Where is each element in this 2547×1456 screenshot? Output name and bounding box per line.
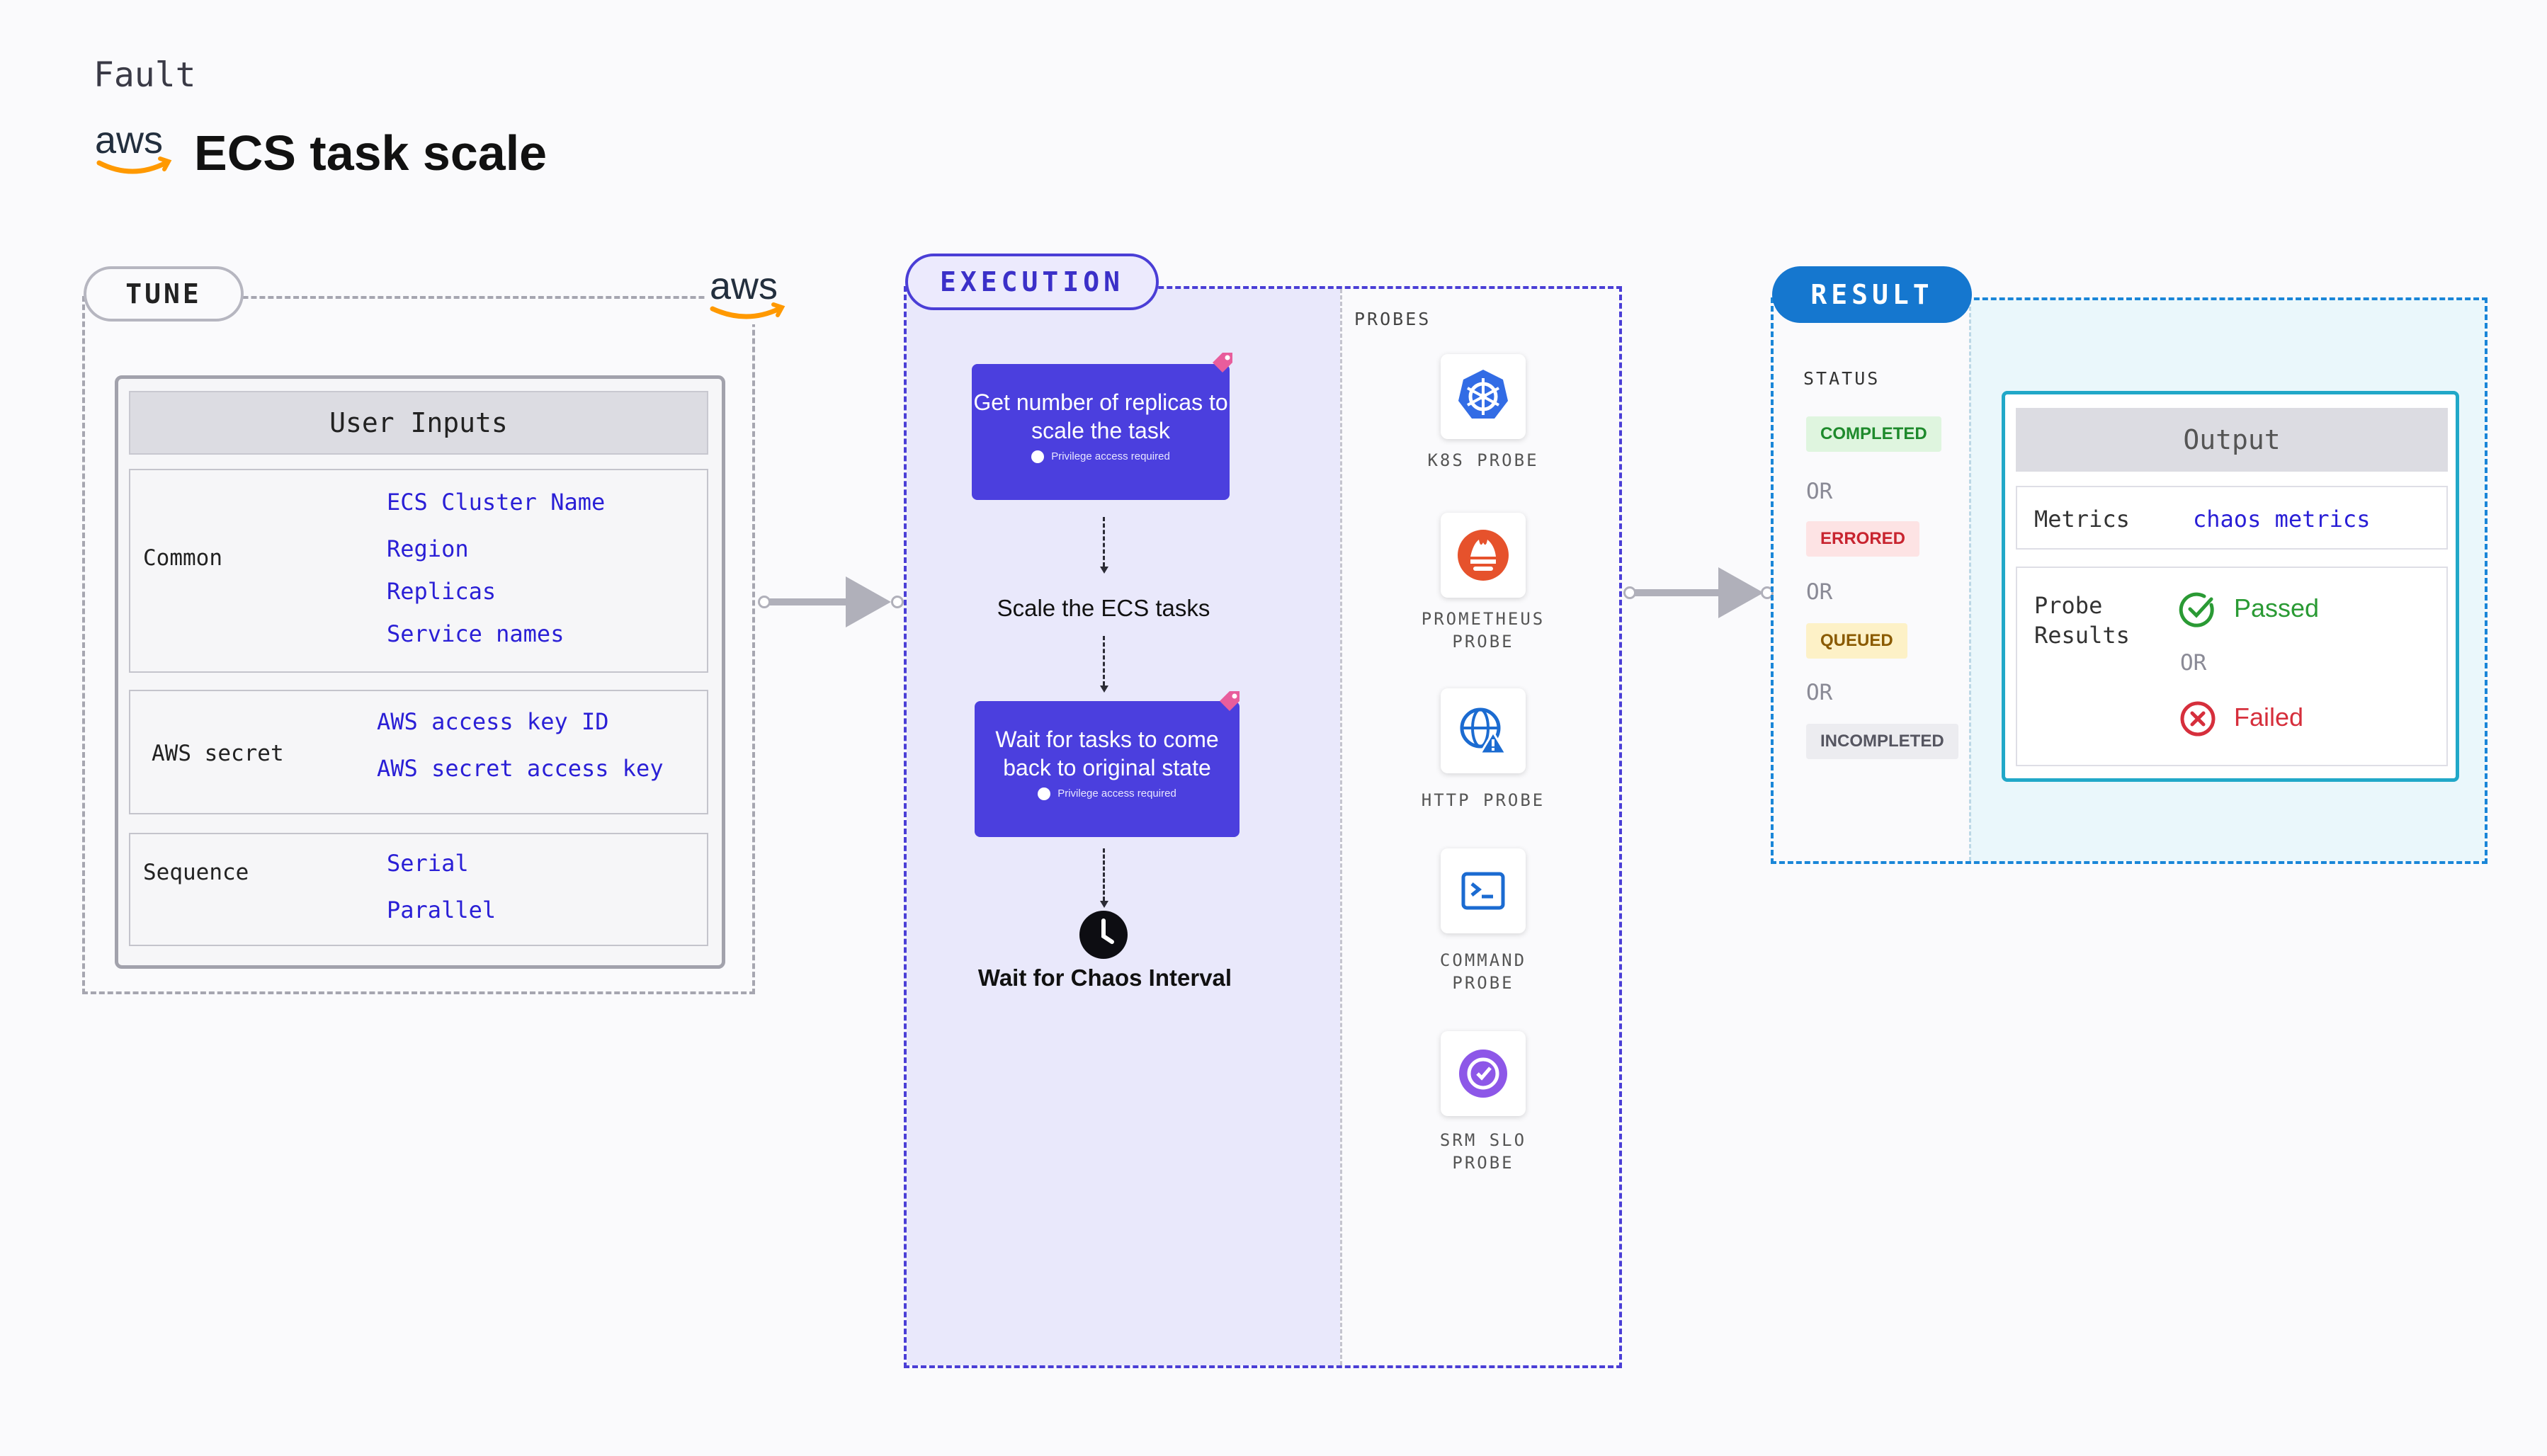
clock-icon (1078, 909, 1129, 963)
input-item: Region (387, 535, 469, 562)
status-heading: STATUS (1803, 368, 1881, 389)
flow-connector (1103, 636, 1105, 686)
input-group-aws-secret (129, 690, 708, 814)
result-divider (1969, 300, 1971, 861)
output-title: Output (2016, 408, 2448, 472)
input-group-sequence (129, 833, 708, 946)
probe-label: K8S PROBE (1427, 450, 1539, 470)
tag-icon (1208, 348, 1237, 380)
metrics-label: Metrics (2034, 506, 2130, 533)
privilege-note: Privilege access required (975, 787, 1240, 801)
step-scale-ecs-tasks: Scale the ECS tasks (997, 595, 1210, 621)
kubernetes-icon (1458, 370, 1508, 419)
group-label: Sequence (143, 860, 249, 885)
metrics-row (2016, 486, 2448, 550)
lock-icon (1038, 787, 1051, 801)
input-item: ECS Cluster Name (387, 489, 606, 516)
aws-logo-icon: aws (705, 263, 793, 324)
step-wait-chaos-interval: Wait for Chaos Interval (977, 965, 1232, 991)
flow-arrow-head (1100, 901, 1108, 908)
x-circle-icon (2179, 700, 2217, 741)
group-label: AWS secret (152, 741, 284, 766)
status-badge-queued: QUEUED (1806, 623, 1907, 659)
flow-arrow-line (1635, 589, 1720, 596)
flow-arrow-head (846, 576, 891, 627)
page-title: ECS task scale (194, 125, 548, 181)
result-label: RESULT (1772, 266, 1972, 323)
execution-label: EXECUTION (905, 254, 1159, 310)
probe-results-row (2016, 567, 2448, 766)
probe-passed-label: Passed (2234, 593, 2320, 622)
input-group-common (129, 469, 708, 673)
check-circle-icon (2179, 591, 2217, 632)
group-label: Common (143, 545, 222, 571)
status-badge-completed: COMPLETED (1806, 416, 1941, 452)
probe-results-label: Probe Results (2034, 592, 2130, 649)
step-card-wait-original-state: Wait for tasks to come back to original … (975, 701, 1240, 837)
probe-label: PROMETHEUS PROBE (1421, 609, 1545, 652)
lock-icon (1031, 450, 1045, 464)
input-item: Parallel (387, 897, 497, 923)
or-separator: OR (1806, 479, 1833, 504)
step-title: Wait for tasks to come back to original … (995, 727, 1219, 780)
probes-heading: PROBES (1354, 309, 1431, 329)
or-separator: OR (2180, 650, 2207, 676)
or-separator: OR (1806, 579, 1833, 605)
status-badge-errored: ERRORED (1806, 521, 1920, 557)
tune-label: TUNE (84, 266, 244, 322)
flow-arrow-line (769, 598, 847, 605)
slo-icon (1459, 1050, 1507, 1098)
svg-text:aws: aws (710, 265, 778, 307)
srm-slo-probe-tile (1441, 1031, 1526, 1116)
tune-section (82, 296, 755, 994)
execution-section (904, 286, 1622, 1368)
prometheus-icon (1458, 530, 1509, 581)
flow-arrow-head (1100, 567, 1108, 574)
input-item: Replicas (387, 578, 497, 605)
input-item: AWS access key ID (377, 708, 609, 735)
flow-connector (1103, 517, 1105, 567)
flow-arrow-head (1100, 686, 1108, 693)
prometheus-probe-tile (1441, 513, 1526, 598)
flow-connector (1103, 848, 1105, 901)
svg-text:aws: aws (95, 119, 163, 161)
terminal-icon (1461, 872, 1505, 910)
probe-label: HTTP PROBE (1421, 790, 1545, 810)
execution-divider (1340, 289, 1342, 1365)
probe-label: COMMAND PROBE (1439, 950, 1527, 993)
flow-arrow-head (1718, 567, 1764, 618)
step-card-get-replicas: Get number of replicas to scale the task… (972, 364, 1230, 500)
or-separator: OR (1806, 680, 1833, 705)
connector-dot (891, 596, 904, 608)
chaos-metrics-value: chaos metrics (2193, 506, 2371, 533)
input-item: AWS secret access key (377, 755, 664, 782)
input-item: Service names (387, 620, 565, 647)
http-probe-tile (1441, 688, 1526, 773)
probe-label: SRM SLO PROBE (1439, 1130, 1527, 1173)
status-badge-incompleted: INCOMPLETED (1806, 724, 1958, 759)
probe-failed-label: Failed (2234, 703, 2304, 732)
tag-icon (1215, 687, 1244, 718)
result-section (1771, 297, 2488, 864)
k8s-probe-tile (1441, 354, 1526, 439)
fault-category-label: Fault (93, 55, 196, 95)
step-title: Get number of replicas to scale the task (973, 389, 1228, 443)
input-item: Serial (387, 850, 469, 877)
globe-icon (1460, 707, 1508, 755)
privilege-note: Privilege access required (972, 450, 1230, 464)
aws-logo-icon: aws (93, 119, 178, 183)
command-probe-tile (1441, 848, 1526, 933)
user-inputs-title: User Inputs (129, 391, 708, 455)
